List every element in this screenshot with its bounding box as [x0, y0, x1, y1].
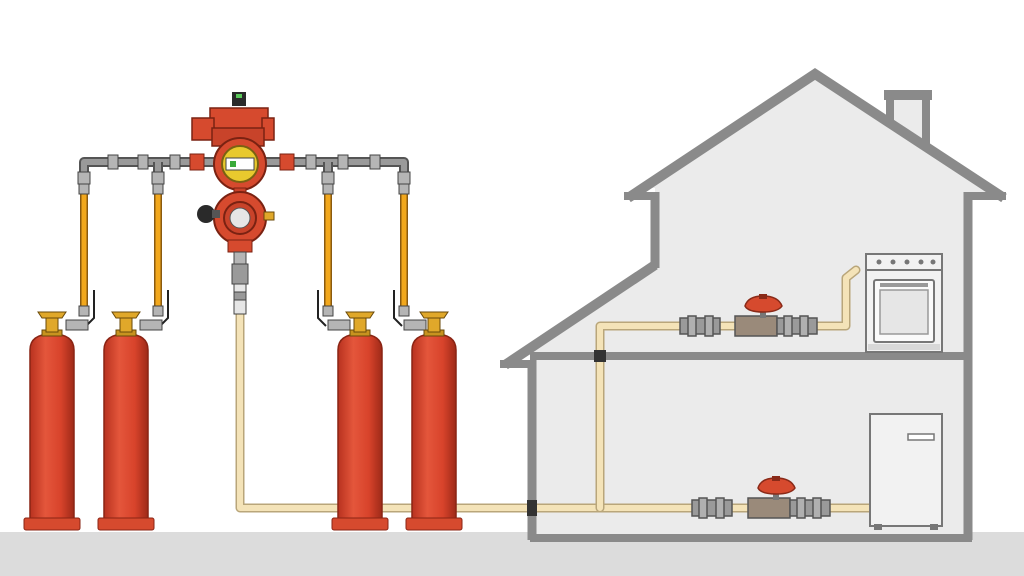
- gas-cylinder-icon: [97, 311, 155, 531]
- gas-cylinder-icon: [331, 311, 389, 531]
- wall-sleeve: [527, 500, 537, 516]
- shutoff-valve-upper[interactable]: [679, 294, 818, 337]
- boiler-icon: [869, 413, 943, 530]
- pressure-regulator-icon: [191, 92, 275, 315]
- supply-pipe: [235, 265, 875, 513]
- stove-icon: [865, 253, 943, 353]
- ball-valve-icon[interactable]: [744, 295, 783, 313]
- upper-roof: [625, 68, 1007, 203]
- gas-cylinder-icon: [405, 311, 463, 531]
- floor-sleeve: [594, 350, 606, 362]
- lower-roof: [502, 260, 658, 370]
- shutoff-valve-lower[interactable]: [691, 476, 831, 519]
- flex-hoses: [65, 183, 427, 331]
- gas-cylinder-icon: [23, 311, 81, 531]
- ball-valve-icon[interactable]: [757, 477, 796, 495]
